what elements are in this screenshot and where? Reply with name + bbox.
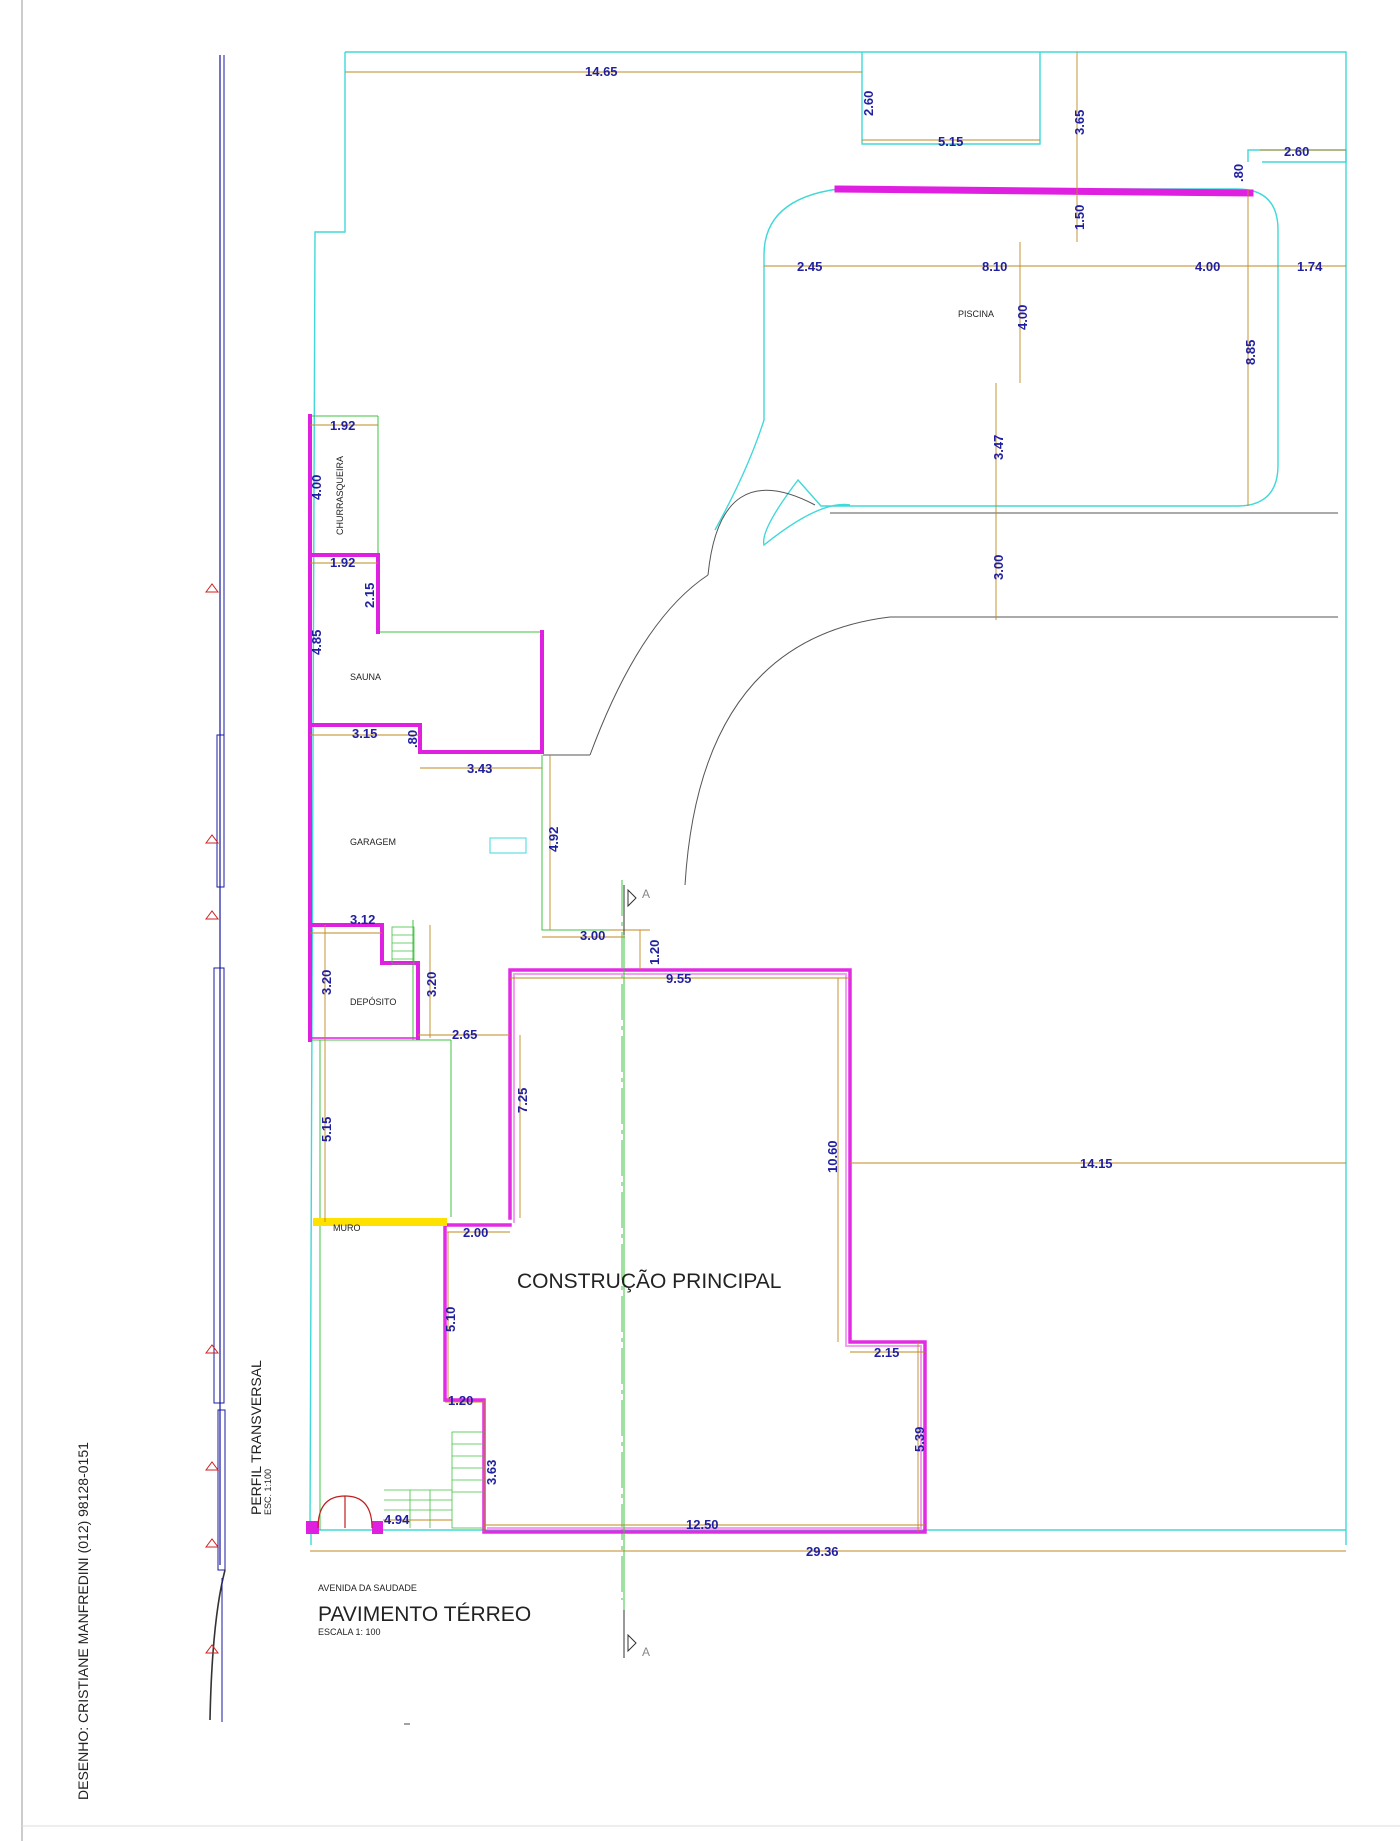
dim-front-right: 5.39 — [912, 1427, 927, 1452]
dim-pool-right-top: 2.60 — [1284, 144, 1309, 159]
walls — [308, 185, 1254, 1534]
dim-sauna-step: 2.15 — [362, 583, 377, 608]
plan-title: PAVIMENTO TÉRREO — [318, 1603, 531, 1626]
room-label-garagem: GARAGEM — [350, 837, 396, 847]
green-guides — [310, 415, 625, 1600]
dim-garage-height: 4.92 — [546, 827, 561, 852]
section-mark — [623, 885, 637, 1658]
profile-drawing — [205, 55, 226, 1722]
section-mark-top-label: A — [642, 887, 650, 901]
dim-garage-width: 3.43 — [467, 761, 492, 776]
dim-main-left: 7.25 — [515, 1088, 530, 1113]
dim-pool-edge: 1.74 — [1297, 259, 1323, 274]
gate-swing — [317, 1495, 373, 1529]
deposit-stair — [391, 926, 415, 965]
dim-garage-front: 3.00 — [580, 928, 605, 943]
lot-outline — [309, 51, 1347, 1545]
dim-top-width: 14.65 — [585, 64, 618, 79]
dim-side-gap: 14.15 — [1080, 1156, 1113, 1171]
dim-sauna-width: 1.92 — [330, 555, 355, 570]
dim-garage-step: 1.20 — [647, 940, 662, 965]
dim-pool-mid: 8.10 — [982, 259, 1007, 274]
profile-title: PERFIL TRANSVERSAL — [248, 1360, 264, 1515]
dim-muro-gap: 2.00 — [463, 1225, 488, 1240]
dim-churr-width: 1.92 — [330, 418, 355, 433]
dim-entry-height: 5.10 — [443, 1307, 458, 1332]
dim-box-width: 5.15 — [938, 134, 963, 149]
dim-pool-left: 2.45 — [797, 259, 822, 274]
dim-churr-height: 4.00 — [309, 475, 324, 500]
plan-scale: ESCALA 1: 100 — [318, 1627, 381, 1637]
dim-sauna-height: 4.85 — [309, 630, 324, 655]
section-mark-bottom-label: A — [642, 1645, 650, 1659]
dim-deposit-right: 3.20 — [424, 972, 439, 997]
dimension-labels: 14.65 2.60 5.15 3.65 2.60 .80 1.50 2.45 … — [309, 64, 1323, 1559]
room-label-piscina: PISCINA — [958, 309, 994, 319]
dim-sauna-bottom: 3.15 — [352, 726, 377, 741]
room-label-churrasqueira: CHURRASQUEIRA — [335, 456, 345, 535]
dim-gate-width: 4.94 — [384, 1512, 410, 1527]
dim-pool-inner: 4.00 — [1015, 305, 1030, 330]
dim-entry-width: 1.20 — [448, 1393, 473, 1408]
dim-stair-height: 3.63 — [484, 1460, 499, 1485]
main-building-label: CONSTRUÇÃO PRINCIPAL — [517, 1269, 781, 1293]
dim-front-width: 12.50 — [686, 1517, 719, 1532]
dim-entry-step: 2.15 — [874, 1345, 899, 1360]
dim-pool-lower: 3.47 — [991, 435, 1006, 460]
dimension-lines — [310, 52, 1346, 1552]
dim-deposit-left: 3.20 — [319, 970, 334, 995]
dim-deposit-gap: 2.65 — [452, 1027, 477, 1042]
room-label-sauna: SAUNA — [350, 672, 381, 682]
driveway-curves — [543, 489, 1338, 886]
dim-pool-offset: 1.50 — [1072, 205, 1087, 230]
dim-deposit-width: 3.12 — [350, 912, 375, 927]
dim-main-right: 10.60 — [825, 1140, 840, 1173]
dim-pool-depth: 8.85 — [1243, 340, 1258, 365]
room-label-deposito: DEPÓSITO — [350, 997, 396, 1007]
room-label-muro: MURO — [333, 1223, 361, 1233]
gate-post-right — [372, 1521, 383, 1534]
gate-post-left — [306, 1521, 319, 1534]
dim-pool-below: 3.00 — [991, 555, 1006, 580]
profile-scale: ESC. 1:100 — [263, 1469, 273, 1515]
dim-lower-left: 5.15 — [319, 1117, 334, 1142]
dim-pool-top-gap: 3.65 — [1072, 110, 1087, 135]
dim-total-width: 29.36 — [806, 1544, 839, 1559]
author-credit: DESENHO: CRISTIANE MANFREDINI (012) 9812… — [75, 1442, 91, 1800]
dim-main-top: 9.55 — [666, 971, 691, 986]
garage-step — [489, 837, 527, 854]
dim-box-height: 2.60 — [861, 91, 876, 116]
dim-pool-wall: .80 — [1231, 164, 1246, 182]
dim-sauna-wall: .80 — [405, 730, 420, 748]
dim-pool-right: 4.00 — [1195, 259, 1220, 274]
street-name: AVENIDA DA SAUDADE — [318, 1583, 417, 1593]
